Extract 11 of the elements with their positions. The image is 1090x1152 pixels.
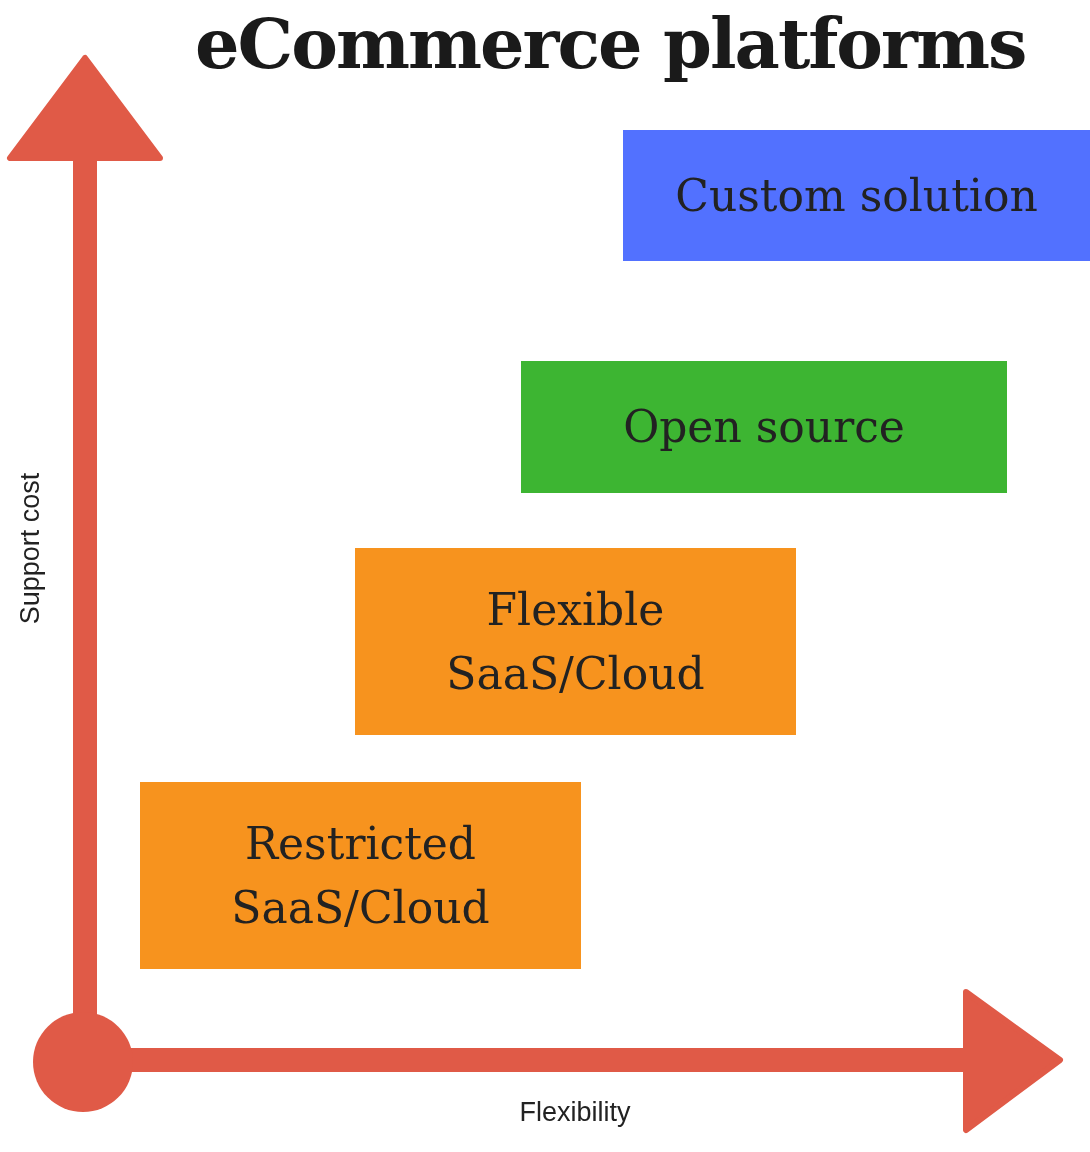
box-label: Custom solution <box>675 168 1038 223</box>
platform-box <box>355 548 796 735</box>
box-label: Restricted SaaS/Cloud <box>230 816 491 935</box>
title: eCommerce platforms <box>195 2 1026 85</box>
axis-label: Flexibility <box>519 1096 631 1128</box>
platform-box <box>521 361 1007 493</box>
axis-label: Support cost <box>15 472 47 624</box>
platform-box <box>140 782 581 969</box>
box-label: Flexible SaaS/Cloud <box>445 582 706 701</box>
box-label: Open source <box>623 400 905 455</box>
platform-box <box>623 130 1090 261</box>
